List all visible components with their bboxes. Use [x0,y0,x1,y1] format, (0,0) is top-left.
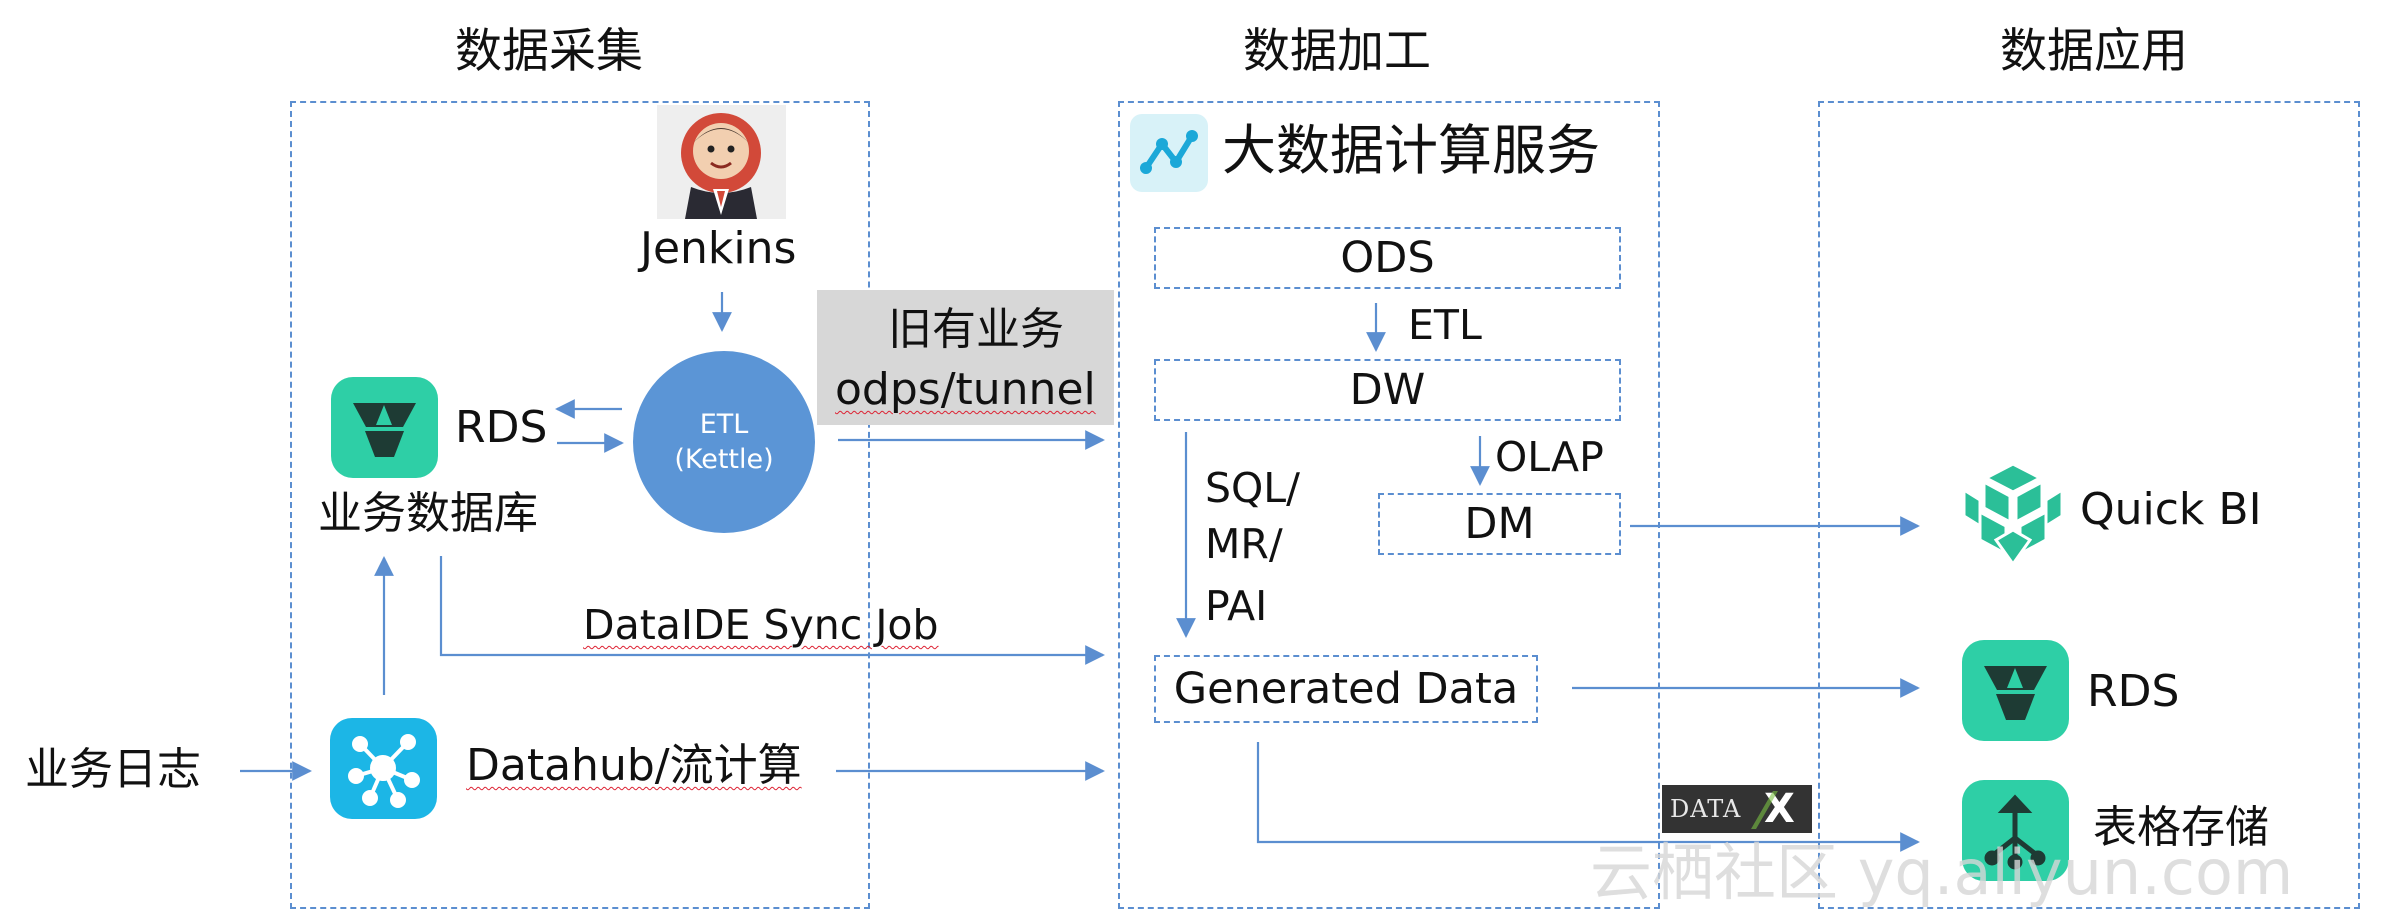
dm-layer-box: DM [1378,493,1621,555]
ods-layer-box: ODS [1154,227,1621,289]
business-db-label: 业务数据库 [318,488,538,539]
watermark: 云栖社区 yq.aliyun.com [1590,836,2294,909]
datax-badge-x: X [1764,786,1795,832]
mr-label: MR/ [1205,520,1283,568]
ods-label: ODS [1340,233,1435,283]
dw-layer-box: DW [1154,359,1621,421]
process-column-frame [1118,101,1660,909]
collect-column-title: 数据采集 [455,24,643,79]
quickbi-label: Quick BI [2080,484,2262,535]
sync-job-arrow [439,556,1105,665]
apply-column-title: 数据应用 [2000,24,2188,79]
datahub-label: Datahub/流计算 [466,740,802,791]
table-store-icon [1962,780,2069,881]
datax-badge-text: DATA [1670,795,1742,823]
rds-source-label: RDS [455,402,548,453]
etl-node-sublabel: (Kettle) [674,444,774,475]
dw-label: DW [1349,365,1426,415]
process-column-title: 数据加工 [1243,24,1431,79]
generated-data-label: Generated Data [1173,664,1519,714]
rds-db-icon [331,377,438,478]
generated-data-box: Generated Data [1154,655,1538,723]
pai-label: PAI [1205,582,1268,630]
legacy-odps-tunnel-label: odps/tunnel [835,364,1096,415]
generated-to-tablestore-arrow [1256,742,1920,852]
etl-kettle-node: ETL (Kettle) [633,351,815,533]
maxcompute-logo-icon [1130,114,1208,192]
business-log-label: 业务日志 [25,744,201,795]
apply-column-frame [1818,101,2360,909]
datax-badge: DATA X [1662,785,1816,833]
datahub-icon [330,718,437,819]
legacy-business-box [817,290,1114,425]
table-store-label: 表格存储 [2093,802,2269,853]
jenkins-label: Jenkins [640,223,797,274]
olap-label: OLAP [1495,433,1604,481]
dataide-sync-job-label: DataIDE Sync Job [583,601,939,649]
etl-node-label: ETL [699,409,749,440]
jenkins-logo [655,103,788,221]
rds-target-icon [1962,640,2069,741]
collect-column-frame [290,101,870,909]
datax-badge-accent [1751,791,1816,829]
dm-label: DM [1464,499,1535,549]
legacy-business-label: 旧有业务 [888,304,1064,355]
etl-step-label: ETL [1408,301,1482,349]
rds-target-label: RDS [2087,666,2180,717]
maxcompute-title: 大数据计算服务 [1222,119,1600,182]
quickbi-icon [1960,460,2066,568]
sql-label: SQL/ [1205,464,1300,512]
